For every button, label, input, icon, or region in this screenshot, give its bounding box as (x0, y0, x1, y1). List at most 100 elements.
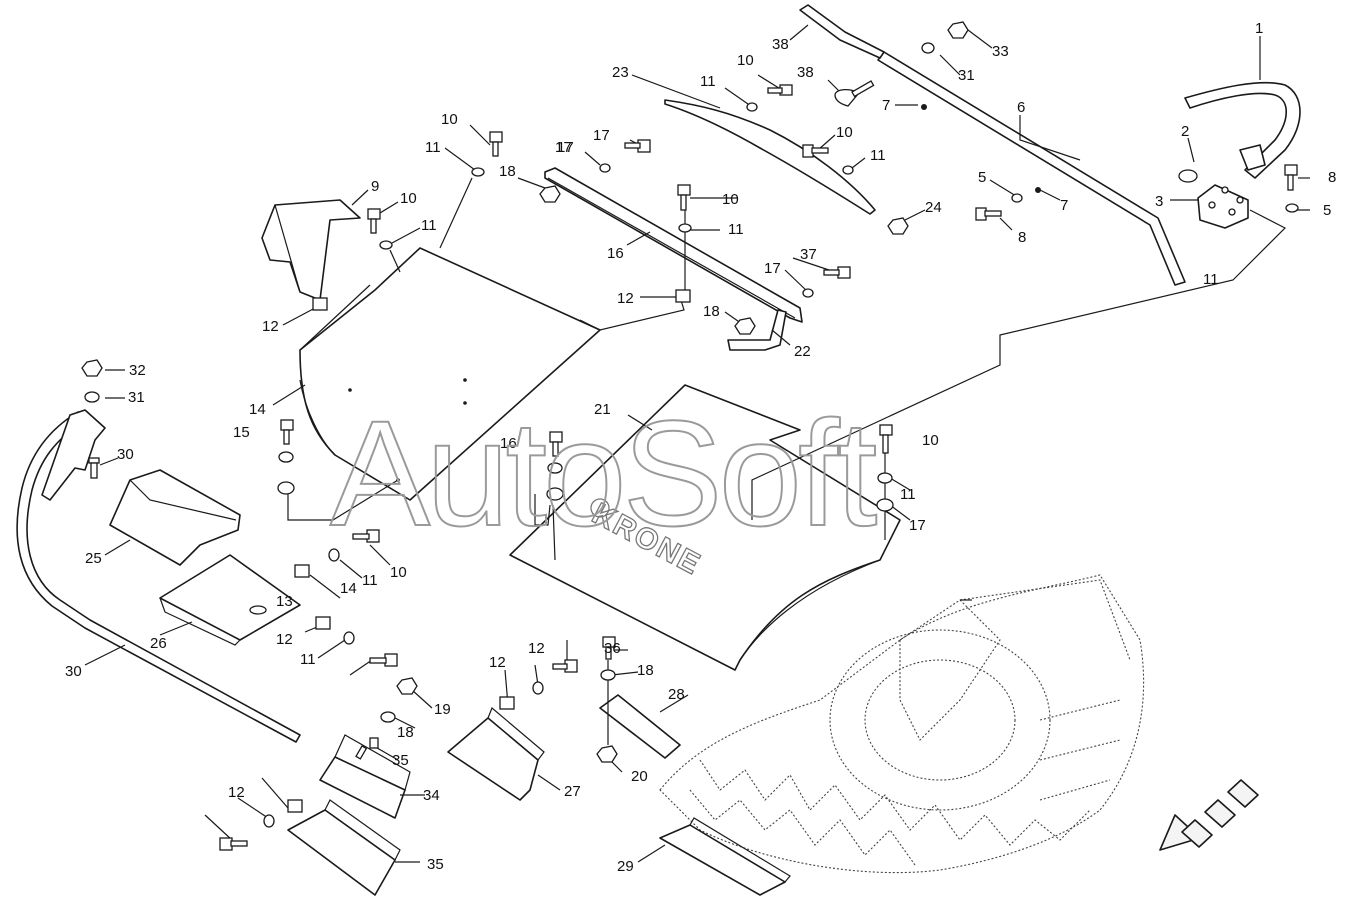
bolt-icon (767, 84, 793, 96)
angle-27 (659, 817, 791, 896)
bolt-icon (549, 431, 563, 457)
callout-10: 10 (737, 52, 754, 69)
bolt-icon (88, 457, 100, 479)
bolt-icon (802, 144, 829, 158)
bar-28 (16, 409, 301, 743)
bracket-20 (727, 309, 787, 351)
callout-31: 31 (128, 389, 145, 406)
callout-30: 30 (117, 446, 134, 463)
tube-6 (799, 4, 1186, 286)
callout-21: 21 (594, 401, 611, 418)
bolt-icon (834, 80, 875, 107)
callout-25: 25 (85, 550, 102, 567)
callout-10: 10 (390, 564, 407, 581)
callout-8: 8 (1328, 169, 1336, 186)
callout-38: 38 (772, 36, 789, 53)
callout-20: 20 (631, 768, 648, 785)
callout-1: 1 (1255, 20, 1263, 37)
rail-15 (544, 167, 803, 323)
callout-18: 18 (637, 662, 654, 679)
handle-1 (1184, 81, 1301, 179)
callout-16: 16 (607, 245, 624, 262)
callout-11: 11 (728, 221, 744, 238)
bolt-icon (677, 184, 691, 211)
callout-23: 23 (612, 64, 629, 81)
callout-16: 16 (500, 435, 517, 452)
callout-17: 17 (593, 127, 610, 144)
callout-11: 11 (1203, 271, 1219, 288)
hardware (81, 21, 1299, 851)
guard-25 (447, 707, 545, 801)
callout-7: 7 (882, 97, 890, 114)
callout-2: 2 (1181, 123, 1189, 140)
bolt-icon (823, 266, 851, 279)
callout-18: 18 (397, 724, 414, 741)
callout-17: 17 (557, 139, 574, 156)
angle-26 (599, 694, 681, 759)
callout-11: 11 (870, 147, 886, 164)
bolt-icon (367, 208, 381, 234)
callout-12: 12 (276, 631, 293, 648)
callout-17: 17 (764, 260, 781, 277)
callout-33: 33 (992, 43, 1009, 60)
bolt-icon (975, 207, 1002, 221)
bolt-icon (552, 659, 578, 673)
callout-30: 30 (65, 663, 82, 680)
callout-10: 10 (722, 191, 739, 208)
callout-11: 11 (421, 217, 437, 234)
callout-17: 17 (909, 517, 926, 534)
callout-18: 18 (499, 163, 516, 180)
callout-11: 11 (425, 139, 441, 156)
callout-17: 17 (555, 139, 572, 156)
callout-12: 12 (528, 640, 545, 657)
bolt-icon (489, 131, 503, 157)
callout-5: 5 (978, 169, 986, 186)
callout-22: 22 (794, 343, 811, 360)
guard-33 (287, 799, 401, 896)
callout-14: 14 (340, 580, 357, 597)
callout-24: 24 (925, 199, 942, 216)
callout-7: 7 (1060, 197, 1068, 214)
callout-12: 12 (617, 290, 634, 307)
strip-21 (664, 99, 876, 215)
callout-6: 6 (1017, 99, 1025, 116)
callout-10: 10 (441, 111, 458, 128)
callout-32: 32 (129, 362, 146, 379)
bolt-icon (602, 636, 616, 660)
callout-38: 38 (797, 64, 814, 81)
bolt-icon (355, 737, 379, 760)
mount-plate-3 (1197, 184, 1249, 229)
callout-18: 18 (703, 303, 720, 320)
callout-35: 35 (392, 752, 409, 769)
callout-19: 19 (434, 701, 451, 718)
callout-35: 35 (427, 856, 444, 873)
callout-12: 12 (262, 318, 279, 335)
callout-13: 13 (276, 593, 293, 610)
callout-29: 29 (617, 858, 634, 875)
callout-10: 10 (836, 124, 853, 141)
callout-8: 8 (1018, 229, 1026, 246)
bracket-9 (261, 199, 361, 301)
callout-12: 12 (489, 654, 506, 671)
callout-14: 14 (249, 401, 266, 418)
callout-3: 3 (1155, 193, 1163, 210)
bolt-icon (879, 424, 893, 454)
cover-plate-19: KRONE (509, 384, 901, 671)
direction-arrow-icon (1159, 779, 1259, 851)
bolt-icon (280, 419, 294, 445)
watermark-text: AutoSoft (330, 389, 877, 557)
bolt-icon (624, 139, 651, 153)
guard-32 (319, 734, 411, 819)
guard-24 (159, 554, 301, 646)
bolt-icon (1284, 164, 1298, 191)
callout-27: 27 (564, 783, 581, 800)
bolt-icon (369, 653, 398, 667)
callout-9: 9 (371, 178, 379, 195)
guard-23 (109, 469, 241, 566)
callout-11: 11 (700, 73, 716, 90)
callout-15: 15 (233, 424, 250, 441)
callout-28: 28 (668, 686, 685, 703)
callout-10: 10 (400, 190, 417, 207)
